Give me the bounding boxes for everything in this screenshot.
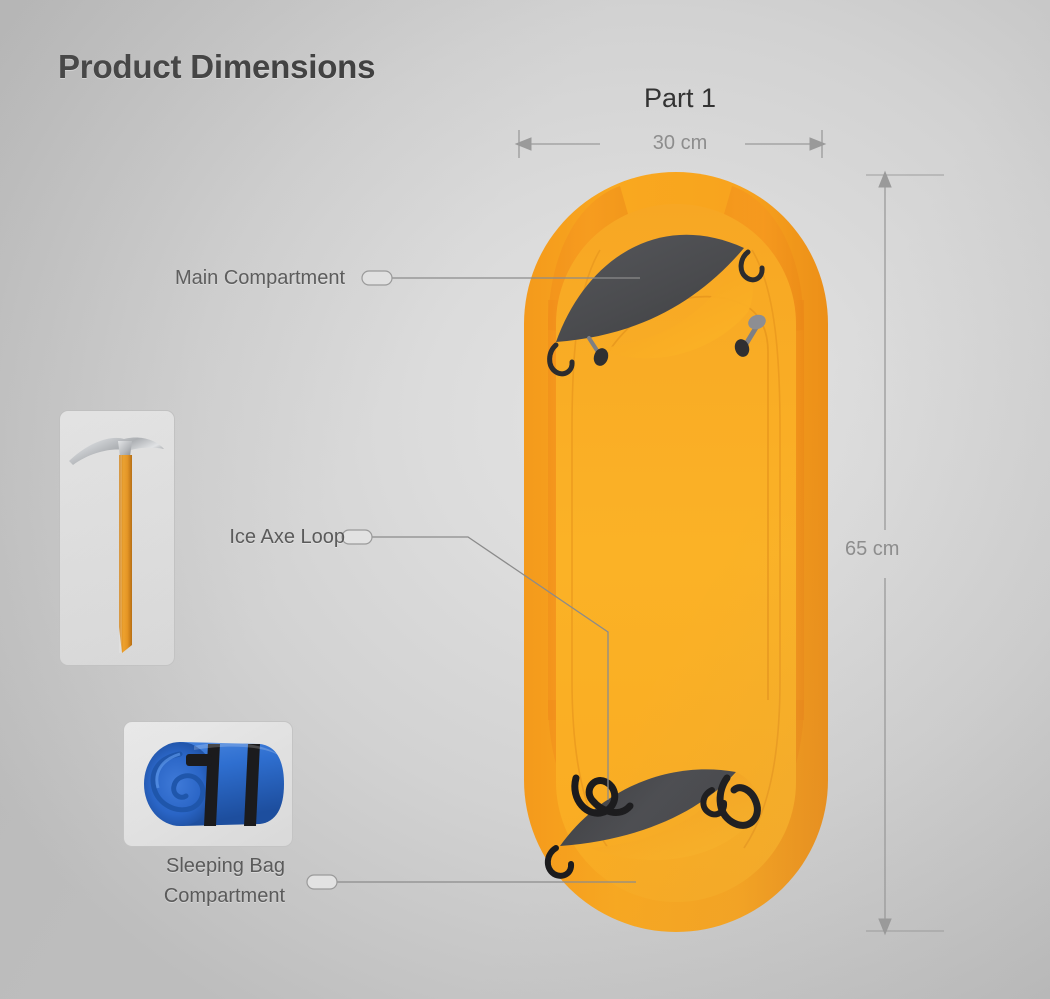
width-arrow-left	[514, 137, 532, 151]
width-arrow-right	[809, 137, 827, 151]
bottom-orange-underside	[590, 772, 761, 860]
dimension-lines	[514, 130, 944, 936]
page-title: Product Dimensions	[58, 48, 376, 85]
cord-tip-right	[734, 339, 750, 357]
strap-buckle	[186, 754, 212, 766]
callout-leaders	[306, 270, 640, 890]
leader-badge-sleeping-bag[interactable]	[306, 874, 338, 890]
width-dimension-label: 30 cm	[652, 132, 708, 154]
height-dimension-label: 65 cm	[845, 538, 900, 560]
roll-spiral	[150, 751, 206, 813]
part-title: Part 1	[643, 83, 717, 113]
cord-grip-right	[748, 314, 766, 330]
ice-axe-spike	[119, 627, 132, 653]
lid-dark-flap	[556, 234, 744, 342]
ice-axe-loop-right	[716, 774, 761, 829]
lid-orange-underside	[596, 248, 753, 359]
callout-label-sleeping-bag-compartment: Sleeping Bag Compartment	[163, 855, 285, 907]
cord-hook-left	[547, 342, 575, 377]
leader-line-ice-axe-loop	[372, 536, 609, 800]
sleeping-bag-icon	[144, 742, 284, 826]
height-arrow-bottom	[878, 918, 892, 936]
roll-highlight	[155, 752, 181, 789]
backpack-main-panel	[556, 204, 796, 902]
ice-axe-shaft	[119, 455, 132, 627]
ice-axe-thumbnail-card[interactable]	[59, 410, 175, 666]
seam-right	[743, 249, 781, 849]
bottom-dark-panel	[560, 769, 736, 846]
cord-hook-top-right	[738, 249, 765, 283]
bag-sheen	[194, 742, 280, 756]
cord-strand-left	[587, 336, 600, 354]
callout-label-main-compartment: Main Compartment	[174, 267, 345, 289]
lid-cord-details	[547, 249, 766, 377]
ice-axe-loop-left	[571, 774, 634, 817]
ice-axe-head-collar	[118, 441, 132, 457]
ice-axe-hook-left-bottom	[544, 845, 575, 879]
main-compartment-lid	[556, 234, 753, 359]
sleeping-bag-thumbnail-card[interactable]	[123, 721, 293, 847]
shaft-highlight	[119, 455, 122, 653]
callout-label-ice-axe-loop: Ice Axe Loop	[229, 526, 345, 548]
ice-axe-hook-right-small	[700, 787, 728, 818]
leader-badge-ice-axe-loop[interactable]	[341, 529, 373, 545]
cord-tip-left	[593, 348, 609, 366]
ice-axe-pick	[69, 437, 164, 465]
sleeping-bag-compartment	[560, 769, 761, 860]
ice-axe-loops	[544, 774, 761, 879]
leader-badge-main-compartment[interactable]	[361, 270, 393, 286]
ice-axe-icon	[69, 437, 164, 653]
strap-right	[244, 744, 260, 826]
height-arrow-top	[878, 170, 892, 188]
